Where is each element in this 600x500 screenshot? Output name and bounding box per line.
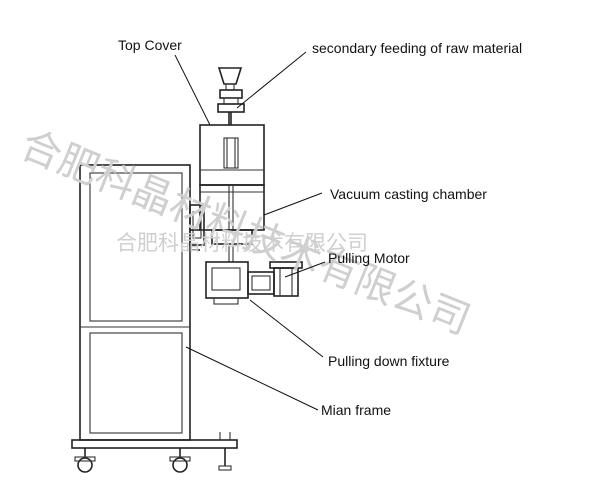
label-secondary-feeding: secondary feeding of raw material bbox=[312, 40, 522, 56]
watermark-center: 合肥科晶材料技术有限公司 bbox=[116, 231, 368, 255]
caster-left bbox=[74, 448, 96, 473]
feeding-hopper bbox=[217, 67, 245, 125]
label-pulling-fixture: Pulling down fixture bbox=[328, 353, 450, 369]
label-top-cover: Top Cover bbox=[118, 37, 182, 53]
pulling-motor-assembly bbox=[205, 261, 303, 305]
leveling-foot bbox=[218, 448, 232, 471]
leader-lines bbox=[174, 51, 326, 411]
label-vacuum-chamber: Vacuum casting chamber bbox=[330, 186, 487, 202]
label-main-frame: Mian frame bbox=[321, 402, 391, 418]
caster-right bbox=[169, 448, 191, 473]
top-cover-unit bbox=[199, 124, 265, 186]
label-pulling-motor: Pulling Motor bbox=[328, 250, 410, 266]
chamber-neck bbox=[211, 229, 253, 262]
main-frame bbox=[71, 164, 238, 473]
